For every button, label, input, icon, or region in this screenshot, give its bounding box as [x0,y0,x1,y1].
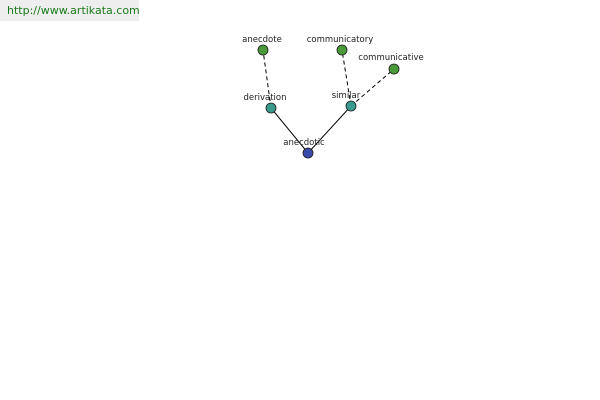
site-url-link[interactable]: http://www.artikata.com [7,4,140,17]
node-dot-similar[interactable] [345,100,357,112]
url-header: http://www.artikata.com [0,0,140,21]
edge-similar-communicatory [341,49,352,107]
node-dot-anecdote[interactable] [257,44,269,56]
node-label-similar: similar [332,91,361,101]
node-label-derivation: derivation [243,93,286,103]
edge-anecdotic-similar [307,105,352,154]
graph-node-anecdotic[interactable]: anecdotic [283,138,325,159]
node-label-communicative: communicative [358,53,423,63]
node-dot-anecdotic[interactable] [302,147,314,159]
edge-anecdotic-derivation [270,107,309,154]
node-dot-communicatory[interactable] [336,44,348,56]
graph-node-similar[interactable]: similar [332,91,361,112]
graph-node-derivation[interactable]: derivation [243,93,287,114]
node-label-anecdotic: anecdotic [283,138,325,148]
graph-node-communicatory[interactable]: communicatory [307,35,374,56]
node-label-anecdote: anecdote [242,35,282,45]
node-label-communicatory: communicatory [307,35,374,45]
graph-nodes: anecdote communicatory communicative deriva… [242,35,424,159]
edge-similar-communicative [350,68,395,107]
graph-node-communicative[interactable]: communicative [358,53,424,75]
node-dot-communicative[interactable] [388,63,400,75]
graph-edges [262,49,395,154]
edge-derivation-anecdote [262,49,272,109]
node-dot-derivation[interactable] [265,102,277,114]
graph-node-anecdote[interactable]: anecdote [242,35,282,56]
